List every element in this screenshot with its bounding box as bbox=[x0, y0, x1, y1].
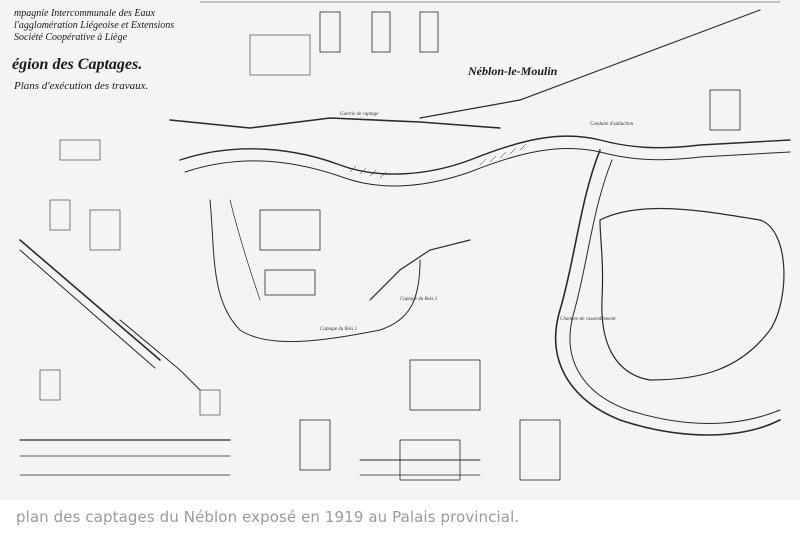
label-zone1: Captage du Bois 1 bbox=[320, 327, 357, 332]
caption-band bbox=[0, 500, 800, 536]
image-caption: plan des captages du Néblon exposé en 19… bbox=[16, 508, 520, 526]
company-line-1: mpagnie Intercommunale des Eaux bbox=[14, 8, 155, 19]
site-name: Néblon-le-Moulin bbox=[468, 64, 558, 78]
engineering-plan-drawing: Galerie de captage Conduite d'adduction … bbox=[19, 1, 791, 481]
plans-subtitle: Plans d'exécution des travaux. bbox=[14, 80, 149, 92]
label-gallery-left: Galerie de captage bbox=[340, 112, 379, 117]
region-title: égion des Captages. bbox=[12, 56, 143, 73]
company-name-block: mpagnie Intercommunale des Eaux l'agglom… bbox=[14, 8, 174, 44]
label-zone2: Captage du Bois 2 bbox=[400, 297, 438, 302]
company-line-3: Société Coopérative à Liège bbox=[14, 32, 128, 43]
label-chamber: Chambre de rassemblement bbox=[560, 317, 616, 322]
plan-sheet: Galerie de captage Conduite d'adduction … bbox=[0, 0, 800, 500]
company-line-2: l'agglomération Liégeoise et Extensions bbox=[14, 20, 175, 31]
label-gallery-right: Conduite d'adduction bbox=[590, 122, 634, 127]
